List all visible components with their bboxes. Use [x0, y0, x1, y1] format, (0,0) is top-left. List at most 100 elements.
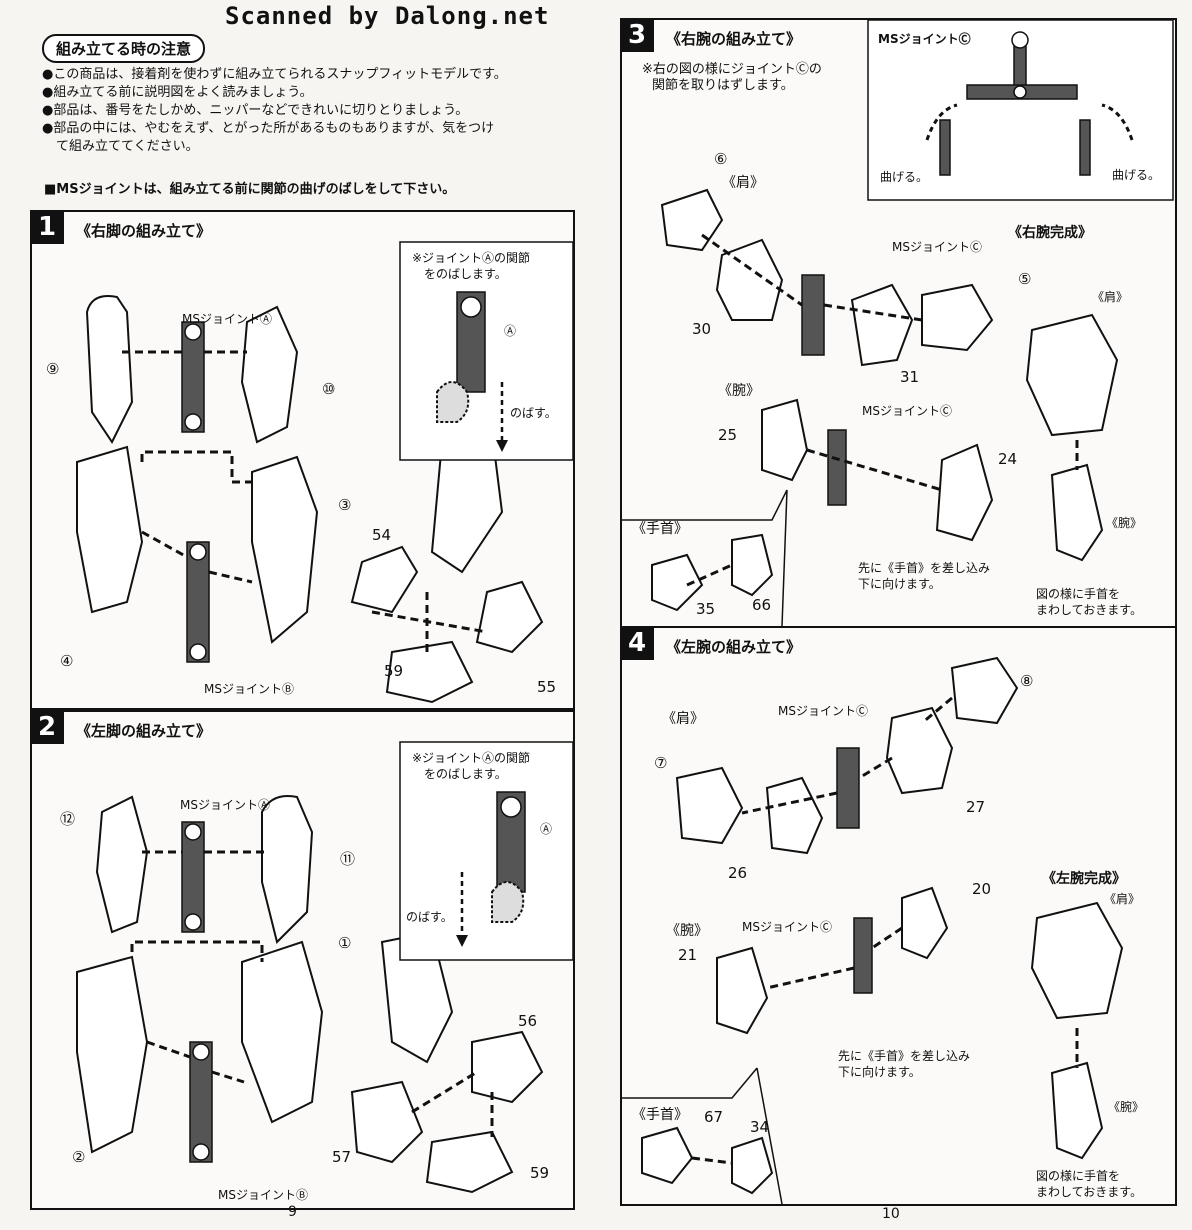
part-11-shape	[261, 795, 314, 944]
part-10-shape	[240, 305, 299, 444]
ms-joint-c-arm-shape	[827, 429, 847, 506]
part-label: ⑫	[60, 810, 76, 828]
left-leg-diagram	[76, 741, 573, 1194]
arm-heading: 《腕》	[666, 923, 708, 939]
note-item: ●部品の中には、やむをえず、とがった所があるものもありますが、気をつけ	[42, 121, 495, 136]
part-66-shape	[731, 533, 774, 597]
arm-complete-left-shape	[1050, 1061, 1104, 1160]
part-label: 55	[537, 678, 557, 696]
step-3-right-arm: 3 《右腕の組み立て》 ※右の図の様にジョイントⒸの 関節を取りはずします。	[620, 18, 1177, 628]
ms-joint-b-label: MSジョイントⒷ	[204, 682, 294, 696]
page-number-left: 9	[288, 1204, 297, 1220]
part-label: 20	[972, 880, 992, 898]
joint-inset-frame	[399, 741, 573, 961]
part-26-shape	[765, 776, 824, 855]
arm-heading: 《腕》	[718, 383, 760, 399]
wrist-insert-note: 先に《手首》を差し込み 下に向けます。	[838, 1049, 971, 1079]
step-2-left-leg: 2 《左脚の組み立て》	[30, 710, 575, 1210]
part-24-shape	[935, 443, 994, 542]
inset-action-label: のばす。	[510, 406, 557, 420]
joint-c-inset-title: MSジョイントⒸ	[878, 32, 971, 46]
right-arm-complete-heading: 《右腕完成》	[1008, 225, 1092, 241]
wrist-heading: 《手首》	[632, 1107, 688, 1123]
arm-complete-shape	[1050, 463, 1104, 562]
step-1-right-leg: 1 《右脚の組み立て》	[30, 210, 575, 710]
part-30-shape	[715, 238, 784, 321]
part-5-shape	[921, 283, 994, 352]
ms-joint-a-label: MSジョイントⒶ	[180, 798, 270, 812]
inset-note: ※ジョイントⒶの関節 をのばします。	[412, 751, 531, 781]
step-title: 《右腕の組み立て》	[666, 30, 802, 48]
shoulder-heading: 《肩》	[662, 711, 704, 727]
part-25-shape	[761, 398, 809, 482]
notes-list: ●この商品は、接着剤を使わずに組み立てられるスナップフィットモデルです。 ●組み…	[42, 66, 507, 156]
part-3-shape	[251, 455, 319, 644]
ms-joint-note: ■MSジョイントは、組み立てる前に関節の曲げのばしをして下さい。	[44, 182, 456, 197]
ms-joint-b-shape	[186, 541, 210, 663]
complete-arm-label: 《腕》	[1108, 1100, 1145, 1114]
part-2-shape	[76, 955, 149, 1154]
part-label: 35	[696, 600, 716, 618]
part-label: 66	[752, 596, 772, 614]
part-54-shape	[350, 545, 419, 614]
step-4-left-arm: 4 《左腕の組み立て》	[620, 626, 1177, 1206]
part-label: ②	[72, 1148, 86, 1166]
part-59-shape	[385, 640, 474, 704]
right-leg-diagram	[76, 241, 573, 704]
part-label: 21	[678, 946, 698, 964]
right-arm-diagram	[622, 20, 1174, 626]
part-label: ⑨	[46, 360, 60, 378]
part-label: 31	[900, 368, 920, 386]
part-20-shape	[901, 886, 949, 960]
part-label: 30	[692, 320, 712, 338]
inset-action-label: のばす。	[406, 910, 453, 924]
part-label: ①	[338, 934, 352, 952]
step-number: 1	[30, 210, 64, 244]
ms-joint-a-shape	[181, 321, 205, 433]
ms-joint-c-shape	[801, 274, 825, 356]
shoulder-complete-shape	[1025, 313, 1119, 437]
ms-joint-b-shape	[189, 1041, 213, 1163]
inset-joint-label: Ⓐ	[504, 324, 517, 338]
part-59-left-shape	[425, 1130, 514, 1194]
part-34-shape	[731, 1136, 774, 1195]
left-arm-complete-heading: 《左腕完成》	[1042, 871, 1126, 887]
bend-left-label: 曲げる。	[880, 170, 929, 184]
part-label: 56	[518, 1012, 538, 1030]
shoulder-heading: 《肩》	[722, 175, 764, 191]
complete-shoulder-label: 《肩》	[1104, 892, 1141, 906]
step-title: 《右脚の組み立て》	[76, 222, 212, 240]
part-label: ⑪	[340, 850, 356, 868]
ms-joint-c-shape	[836, 747, 860, 829]
part-6-shape	[660, 188, 724, 252]
part-label: 57	[332, 1148, 352, 1166]
ms-joint-c-arm-label: MSジョイントⒸ	[742, 920, 832, 934]
part-label: ⑥	[714, 150, 728, 168]
part-label: ⑤	[1018, 270, 1032, 288]
part-label: 59	[530, 1164, 550, 1182]
ms-joint-c-arm-label: MSジョイントⒸ	[862, 404, 952, 418]
step-title: 《左腕の組み立て》	[666, 638, 802, 656]
part-1-shape	[241, 940, 324, 1124]
step-number: 4	[620, 626, 654, 660]
note-item: て組み立ててください。	[56, 139, 199, 154]
page-number-right: 10	[882, 1206, 900, 1222]
part-label: ⑧	[1020, 672, 1034, 690]
ms-joint-c-arm-shape	[853, 917, 873, 994]
part-label: ⑦	[654, 754, 668, 772]
note-item: ●この商品は、接着剤を使わずに組み立てられるスナップフィットモデルです。	[42, 67, 507, 82]
ms-joint-b-label: MSジョイントⒷ	[218, 1188, 308, 1202]
part-label: ④	[60, 652, 74, 670]
inset-note: ※ジョイントⒶの関節 をのばします。	[412, 251, 531, 281]
part-8-shape	[950, 656, 1019, 725]
part-21-shape	[716, 946, 769, 1035]
note-item: ●組み立てる前に説明図をよく読みましょう。	[42, 85, 313, 100]
scan-credit: Scanned by Dalong.net	[225, 2, 550, 30]
ms-joint-a-label: MSジョイントⒶ	[182, 312, 272, 326]
part-57-shape	[350, 1080, 424, 1164]
part-label: 54	[372, 526, 392, 544]
left-arm-diagram	[622, 656, 1124, 1204]
part-9-shape	[85, 295, 134, 444]
wrist-rotate-note: 図の様に手首を まわしておきます。	[1036, 587, 1143, 617]
part-label: 59	[384, 662, 404, 680]
